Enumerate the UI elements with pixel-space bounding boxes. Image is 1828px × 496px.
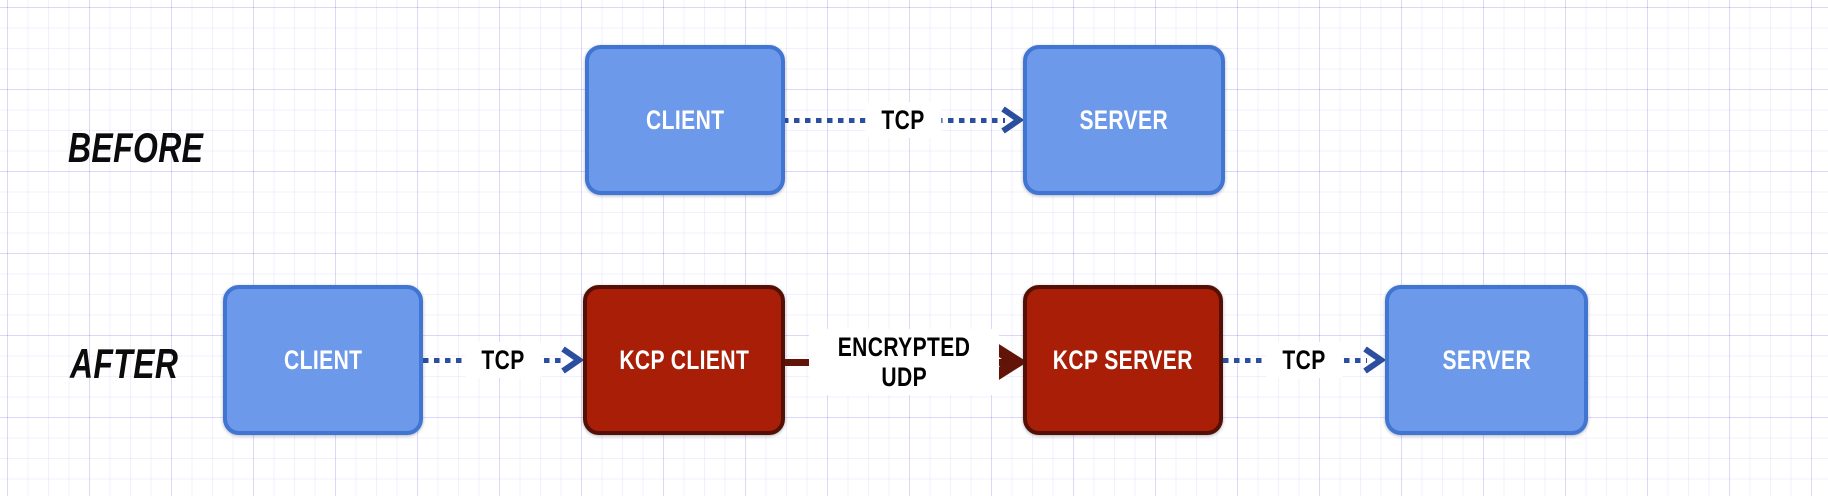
before-tcp-label: TCP (881, 105, 925, 135)
before-server-node-label: SERVER (1079, 104, 1169, 135)
after-server-node: SERVER (1385, 285, 1588, 435)
kcp-server-node-label: KCP SERVER (1052, 344, 1194, 375)
before-client-node: CLIENT (585, 45, 785, 195)
before-tcp-arrow: TCP (783, 95, 1023, 145)
after-tcp-right-arrow: TCP (1223, 335, 1385, 385)
after-tcp-left-arrow: TCP (423, 335, 583, 385)
arrowhead-right-icon (1363, 346, 1385, 374)
after-client-node: CLIENT (223, 285, 423, 435)
after-row-label: AFTER (70, 340, 179, 387)
before-tcp-label-chip: TCP (865, 102, 941, 138)
after-tcp-left-label: TCP (481, 345, 525, 375)
arrowhead-right-icon (561, 346, 583, 374)
kcp-server-node: KCP SERVER (1023, 285, 1223, 435)
encrypted-udp-label-line1: ENCRYPTED (837, 332, 971, 362)
encrypted-udp-label-line2: UDP (881, 362, 927, 392)
before-row-label: BEFORE (68, 124, 204, 171)
encrypted-udp-label-chip: ENCRYPTED UDP (808, 329, 1000, 395)
before-client-node-label: CLIENT (645, 104, 725, 135)
after-tcp-right-label-chip: TCP (1266, 342, 1342, 378)
arrowhead-right-icon (1001, 106, 1023, 134)
after-tcp-right-label: TCP (1282, 345, 1326, 375)
kcp-client-node: KCP CLIENT (583, 285, 785, 435)
encrypted-udp-arrow: ENCRYPTED UDP (785, 322, 1023, 402)
kcp-client-node-label: KCP CLIENT (619, 344, 749, 375)
after-tcp-left-label-chip: TCP (465, 342, 541, 378)
after-client-node-label: CLIENT (283, 344, 363, 375)
after-server-node-label: SERVER (1442, 344, 1531, 375)
before-server-node: SERVER (1023, 45, 1225, 195)
